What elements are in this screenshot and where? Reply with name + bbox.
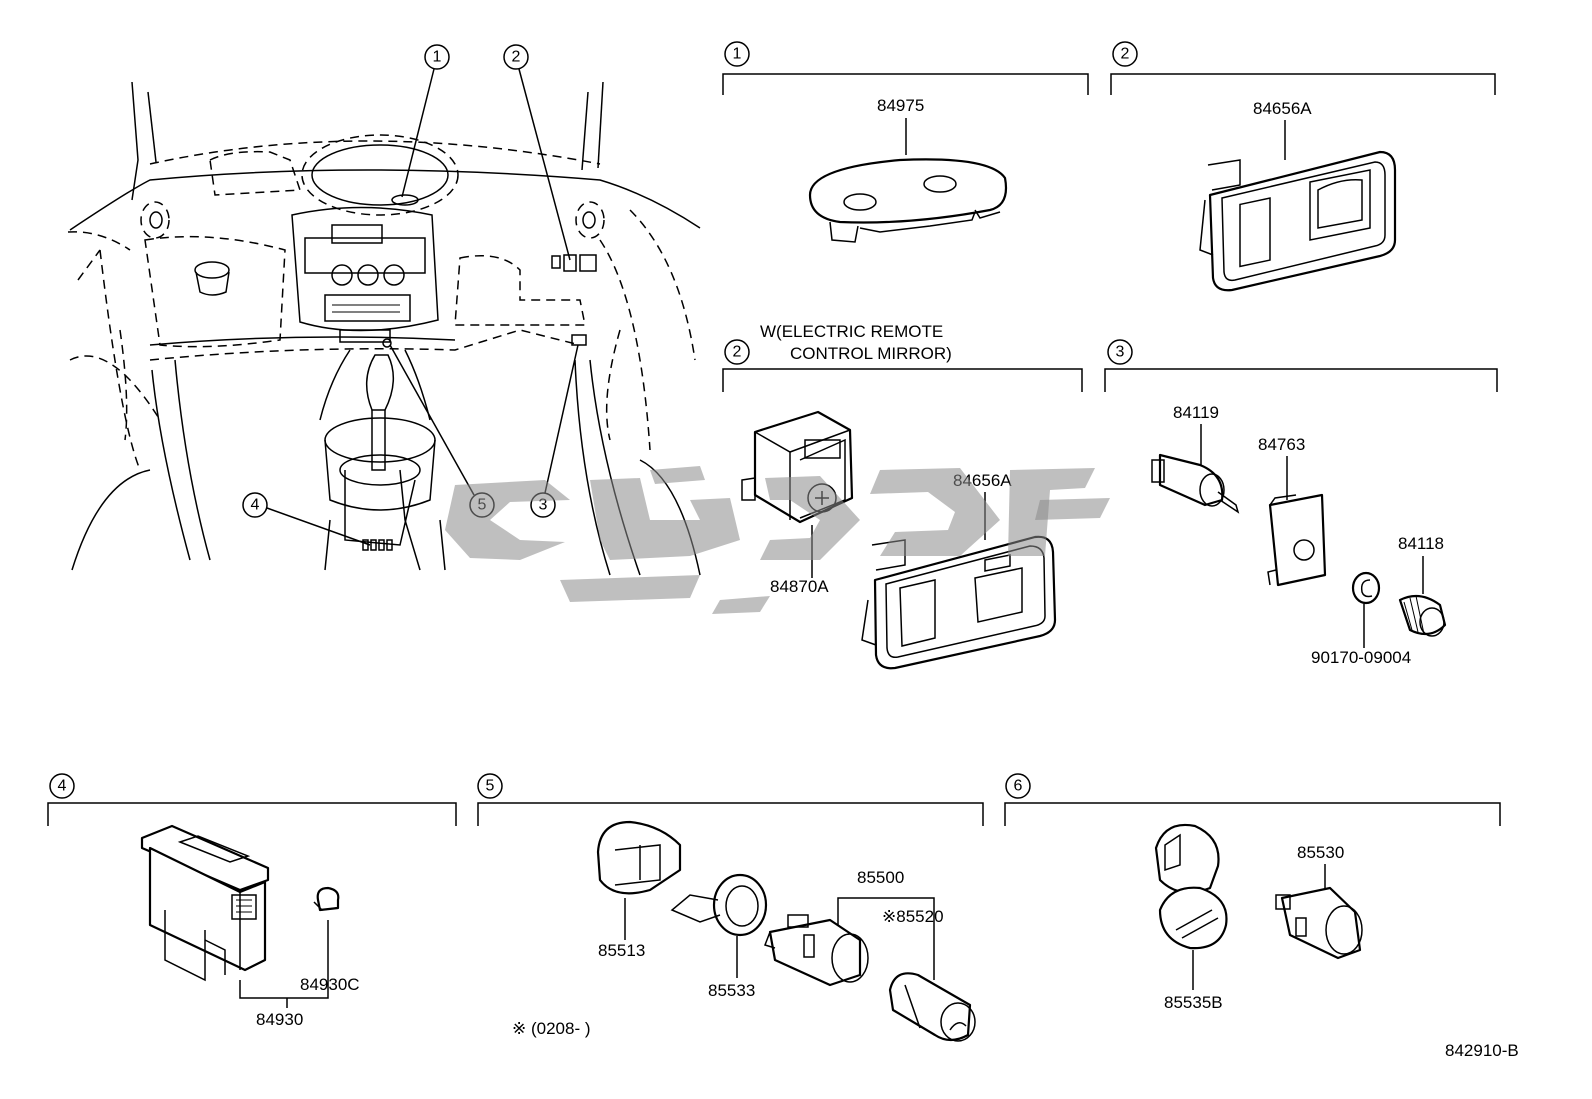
part-number-84763: 84763 bbox=[1258, 435, 1305, 454]
figure-id: 842910-B bbox=[1445, 1041, 1519, 1060]
variant-note-line1: W(ELECTRIC REMOTE bbox=[760, 322, 943, 341]
dimmer-switch-84119 bbox=[1151, 453, 1240, 514]
section-number: 6 bbox=[1014, 778, 1023, 795]
section-number: 4 bbox=[58, 778, 67, 795]
section-number: 5 bbox=[486, 778, 495, 795]
section-4: 4 84930 84930C bbox=[47, 773, 457, 1029]
variant-note-line2: CONTROL MIRROR) bbox=[790, 344, 952, 363]
footnote: ※ (0208- ) bbox=[512, 1019, 591, 1038]
overview-callout-4: 4 bbox=[242, 492, 371, 546]
part-number-84656A: 84656A bbox=[1253, 99, 1312, 118]
section-number: 1 bbox=[733, 46, 742, 63]
callout-label: 2 bbox=[512, 49, 521, 66]
part-number-84930: 84930 bbox=[256, 1010, 303, 1029]
lighter-socket bbox=[764, 914, 869, 987]
section-6: 6 85535B 85530 bbox=[1004, 773, 1501, 1012]
watermark-logo bbox=[445, 466, 1110, 614]
part-number-85500: 85500 bbox=[857, 868, 904, 887]
clip-90170-09004 bbox=[1351, 571, 1381, 605]
section-3: 3 84119 84763 84118 90170-09 bbox=[1104, 339, 1498, 667]
bezel-84763 bbox=[1267, 493, 1327, 587]
part-number-84870A: 84870A bbox=[770, 577, 829, 596]
section-1: 1 84975 bbox=[722, 41, 1089, 243]
lighter-ring-85513 bbox=[596, 820, 682, 895]
bezel-panel-84656A-variant bbox=[861, 535, 1057, 670]
part-number-84975: 84975 bbox=[877, 96, 924, 115]
power-socket-cap-85535B bbox=[1154, 823, 1228, 950]
part-number-85535B: 85535B bbox=[1164, 993, 1223, 1012]
bulb-84930C bbox=[313, 886, 340, 912]
section-number: 3 bbox=[1116, 344, 1125, 361]
part-number-85513: 85513 bbox=[598, 941, 645, 960]
part-number-84118: 84118 bbox=[1398, 534, 1444, 553]
bezel-panel-84656A bbox=[1199, 150, 1397, 292]
callout-label: 4 bbox=[251, 497, 260, 514]
section-2: 2 84656A bbox=[1110, 41, 1496, 292]
part-number-85520: ※85520 bbox=[882, 907, 944, 926]
part-number-84119: 84119 bbox=[1173, 403, 1219, 422]
part-number-90170-09004: 90170-09004 bbox=[1311, 648, 1411, 667]
overview-callout-2: 2 bbox=[503, 44, 571, 261]
section-number: 2 bbox=[1121, 46, 1130, 63]
callout-label: 1 bbox=[433, 49, 442, 66]
section-5: 5 85513 85533 85500 ※85520 bbox=[477, 773, 984, 1042]
knob-84118 bbox=[1398, 594, 1447, 637]
section-number: 2 bbox=[733, 344, 742, 361]
overview-callout-1: 1 bbox=[401, 44, 450, 198]
part-number-85533: 85533 bbox=[708, 981, 755, 1000]
hazard-switch-84930 bbox=[140, 824, 270, 982]
callout-label: 3 bbox=[539, 497, 548, 514]
part-number-84930C: 84930C bbox=[300, 975, 360, 994]
lighter-element bbox=[888, 972, 976, 1042]
part-number-85530: 85530 bbox=[1297, 843, 1344, 862]
lighter-holder-85533 bbox=[670, 873, 768, 937]
power-socket-85530 bbox=[1275, 886, 1363, 960]
switch-panel-84975 bbox=[808, 158, 1008, 243]
